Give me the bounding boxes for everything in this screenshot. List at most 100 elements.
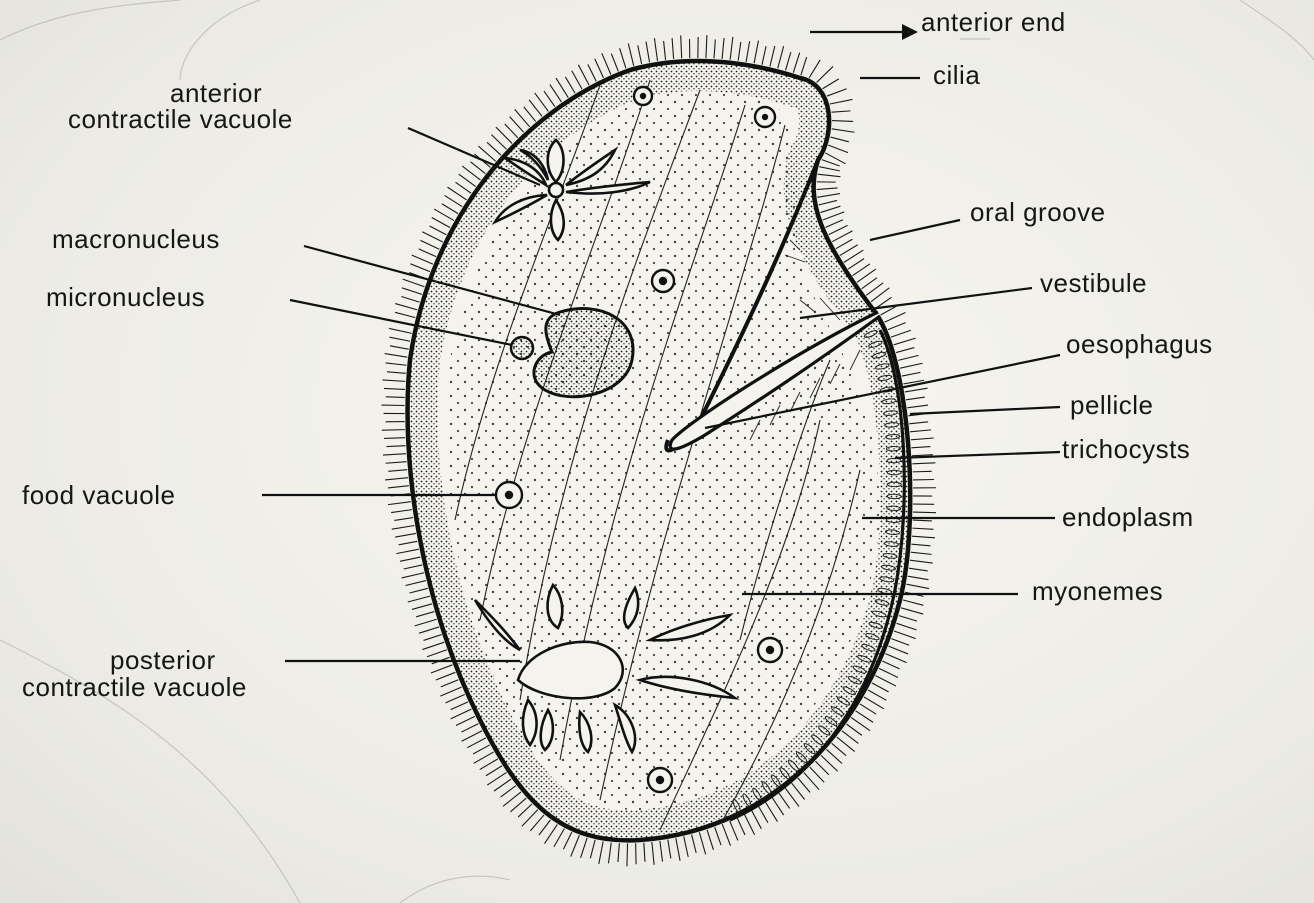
cilium — [826, 749, 842, 763]
cilium — [730, 821, 738, 840]
cilium — [590, 840, 595, 858]
cilium — [556, 78, 568, 97]
cilium — [445, 695, 464, 703]
label-trichocysts: trichocysts — [1062, 434, 1190, 464]
cilium — [431, 665, 453, 673]
cilium — [395, 533, 416, 537]
cilium — [715, 827, 721, 845]
cilium — [595, 59, 604, 78]
cilium — [664, 41, 666, 60]
cilium — [441, 680, 459, 687]
cilium — [652, 842, 654, 865]
cilium — [544, 91, 555, 107]
cilium — [820, 206, 840, 212]
cilium — [394, 518, 413, 521]
cilium — [535, 93, 549, 111]
cilium — [487, 142, 501, 155]
cilium — [530, 815, 544, 831]
cilium — [416, 612, 434, 617]
cilium — [819, 200, 837, 205]
cilium — [907, 405, 928, 408]
cilium — [410, 264, 430, 272]
cilium — [676, 838, 680, 861]
label-micronucleus: micronucleus — [46, 282, 205, 312]
cilium — [382, 430, 405, 431]
cilium — [404, 565, 423, 569]
cilium — [420, 240, 439, 249]
food-vacuole-2 — [755, 107, 775, 127]
cilium — [563, 832, 571, 849]
cilium — [442, 204, 458, 214]
cilium — [894, 631, 916, 639]
cilium — [891, 330, 911, 337]
cilium — [461, 724, 478, 732]
cilium — [832, 111, 851, 112]
cilium — [913, 520, 932, 521]
label-myonemes: myonemes — [1032, 576, 1163, 606]
cilium — [522, 810, 538, 827]
cilium — [571, 835, 580, 856]
cilium — [384, 438, 405, 439]
cilium — [550, 85, 562, 102]
cilium — [524, 107, 536, 122]
cilium — [618, 843, 619, 862]
cilium — [505, 124, 518, 138]
cilium — [480, 759, 498, 770]
cilium — [772, 798, 784, 816]
cilium — [828, 145, 848, 152]
cilium — [408, 596, 430, 602]
cilium — [388, 470, 407, 472]
cilium — [422, 642, 444, 649]
cilium — [424, 635, 442, 641]
cilium — [779, 793, 790, 809]
cilium — [885, 313, 906, 323]
cilium — [456, 182, 472, 193]
cilium — [722, 38, 724, 59]
cilium — [891, 639, 909, 646]
cilium — [778, 46, 784, 68]
cilium — [403, 279, 425, 287]
cilium — [822, 160, 840, 166]
cilium — [382, 380, 405, 381]
cilium — [430, 226, 447, 235]
cilium — [810, 767, 824, 782]
label-cilia: cilia — [933, 60, 980, 90]
cilium — [681, 35, 682, 58]
label-food-vacuole: food vacuole — [22, 480, 175, 510]
cilium — [856, 711, 874, 723]
cilium — [510, 798, 526, 812]
cilium — [751, 810, 761, 829]
cilium — [387, 372, 406, 373]
cilium — [885, 654, 906, 663]
cilium — [387, 446, 406, 447]
cilium — [798, 778, 810, 793]
cilium — [578, 65, 589, 85]
cilium — [770, 46, 775, 66]
cilium — [793, 53, 799, 73]
cilium — [911, 552, 932, 554]
cilium — [826, 220, 843, 228]
label-posterior-contractile-vacuole-line1: posterior — [110, 645, 216, 675]
cilium — [896, 348, 914, 353]
cilium — [545, 824, 558, 843]
label-endoplasm: endoplasm — [1062, 502, 1194, 532]
cilium — [908, 576, 929, 579]
cilium — [385, 354, 408, 358]
cilium — [672, 38, 674, 59]
cilium — [842, 731, 859, 744]
cilium — [419, 627, 439, 633]
cilium — [765, 802, 777, 822]
cilium — [818, 174, 841, 176]
cilium — [906, 584, 929, 588]
cilium — [391, 510, 412, 513]
cilium — [395, 304, 417, 310]
cilium — [888, 323, 906, 330]
cilium — [510, 117, 524, 133]
cilium — [912, 528, 933, 529]
cilium — [848, 259, 864, 269]
macronucleus-shape — [534, 309, 633, 397]
cilium — [786, 52, 791, 70]
cilium — [503, 792, 521, 806]
cilium — [427, 650, 447, 657]
cilium — [792, 783, 805, 799]
